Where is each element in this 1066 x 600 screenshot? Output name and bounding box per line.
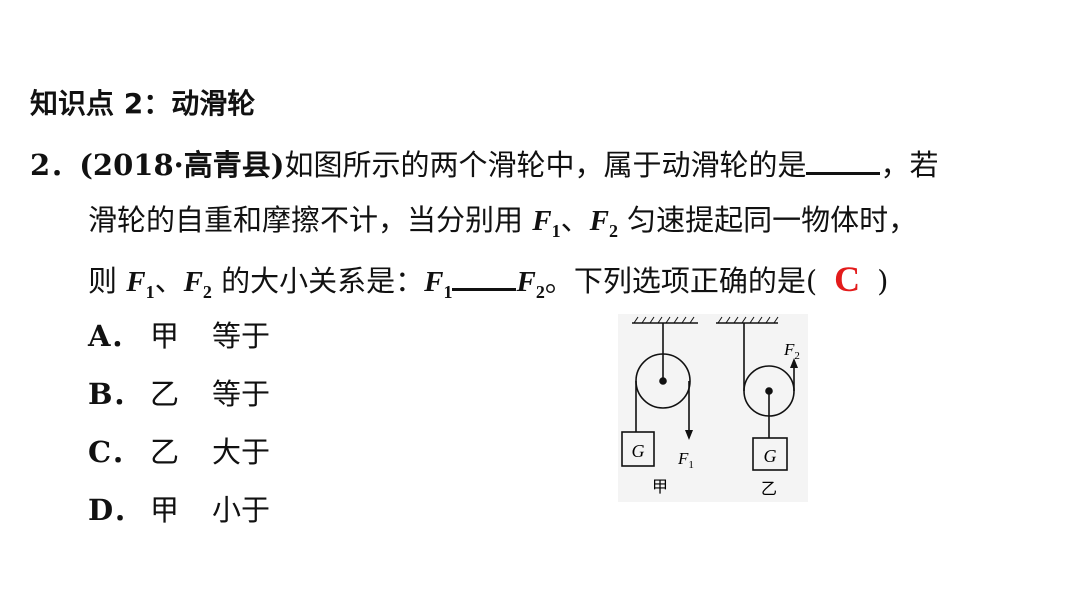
force-label-f1: F1 <box>677 449 694 471</box>
separator-2: 、 <box>154 264 184 298</box>
option-pulley: 甲 <box>150 319 180 353</box>
force-f2-compare: F2 <box>516 266 545 302</box>
answer-blank-2[interactable] <box>452 258 517 291</box>
option-pulley: 乙 <box>150 435 180 469</box>
question-number: 2． <box>30 148 80 182</box>
option-label: D． <box>88 493 143 527</box>
close-paren: ) <box>877 264 889 298</box>
force-f1-ref: F1 <box>126 266 155 302</box>
force-f2-ref: F2 <box>183 266 212 302</box>
option-c[interactable]: C． 乙大于 <box>88 432 270 472</box>
pulley-label-yi: 乙 <box>761 481 777 498</box>
pulley-fixed <box>621 316 698 467</box>
pulley-label-jia: 甲 <box>652 479 668 496</box>
question-text: 如图所示的两个滑轮中，属于动滑轮的是 <box>284 148 807 182</box>
weight-label-left: G <box>632 441 645 461</box>
option-relation: 小于 <box>212 493 271 527</box>
line2-prefix: 滑轮的自重和摩擦不计，当分别用 <box>88 203 533 237</box>
option-relation: 大于 <box>212 435 271 469</box>
weight-label-right: G <box>764 446 777 466</box>
option-label: B． <box>88 377 142 411</box>
question-line-1: 2．(2018·高青县)如图所示的两个滑轮中，属于动滑轮的是 ，若 <box>30 142 938 185</box>
force-f1: F1 <box>532 205 561 241</box>
option-pulley: 乙 <box>150 377 180 411</box>
separator: 、 <box>560 203 590 237</box>
option-b[interactable]: B．乙等于 <box>88 374 270 414</box>
question-text-end: ，若 <box>880 148 939 182</box>
force-label-f2: F2 <box>783 340 800 362</box>
line3-end: 。下列选项正确的是( <box>544 264 818 298</box>
question-source: (2018·高青县) <box>79 148 285 182</box>
force-f2: F2 <box>589 205 618 241</box>
question-line-2: 滑轮的自重和摩擦不计，当分别用 F1、F2 匀速提起同一物体时， <box>88 200 917 251</box>
line3-prefix: 则 <box>88 264 127 298</box>
option-d[interactable]: D．甲小于 <box>88 490 270 530</box>
pulley-diagram: G F1 甲 G F2 乙 <box>618 314 808 502</box>
option-label: C． <box>88 435 141 469</box>
option-label: A． <box>88 319 140 353</box>
answer-mark: C <box>834 259 861 299</box>
section-heading: 知识点 2：动滑轮 <box>30 87 256 120</box>
force-f1-compare: F1 <box>424 266 453 302</box>
option-a[interactable]: A． 甲等于 <box>88 316 270 356</box>
option-relation: 等于 <box>212 319 271 353</box>
option-pulley: 甲 <box>150 493 180 527</box>
line3-mid: 的大小关系是： <box>211 264 425 298</box>
pulley-movable <box>716 316 798 471</box>
line2-suffix: 匀速提起同一物体时， <box>617 203 918 237</box>
option-relation: 等于 <box>212 377 271 411</box>
answer-blank-1[interactable] <box>806 142 881 175</box>
